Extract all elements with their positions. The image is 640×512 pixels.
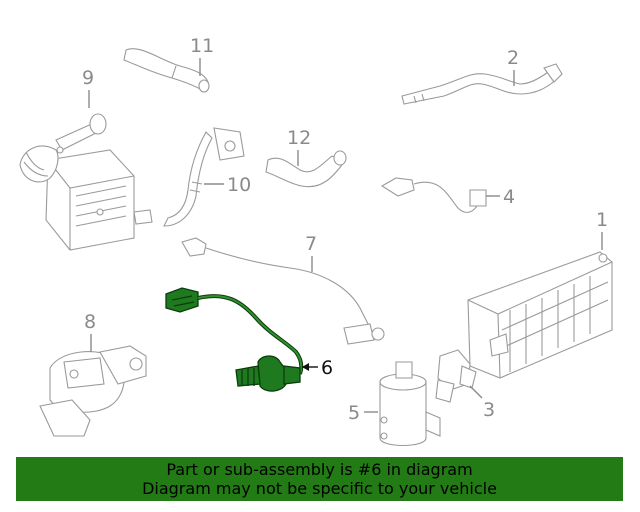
part-1-canister [467,251,613,379]
banner-line-1: Part or sub-assembly is #6 in diagram [166,460,473,479]
part-8-egr-valve [39,345,147,437]
part-11-hose [123,48,210,93]
label-4: 4 [503,186,515,208]
part-9-egr-cooler [19,113,153,251]
label-10: 10 [227,174,251,196]
part-5-vacuum-valve [379,361,441,446]
info-banner: Part or sub-assembly is #6 in diagram Di… [16,457,623,501]
label-5: 5 [348,402,360,424]
part-4-sensor [380,177,492,213]
part-6-oxygen-sensor[interactable] [165,287,304,392]
label-2: 2 [507,47,519,69]
part-12-hose [265,150,347,188]
label-3: 3 [483,399,495,421]
part-2-hose [401,63,563,105]
label-9: 9 [82,67,94,89]
label-12: 12 [287,127,311,149]
label-11: 11 [190,35,214,57]
label-7: 7 [305,233,317,255]
part-7-oxygen-sensor [181,237,385,345]
part-3-solenoid-valve [435,349,477,403]
label-6: 6 [321,357,333,379]
part-10-egr-tube [163,127,245,227]
label-1: 1 [596,209,608,231]
banner-line-2: Diagram may not be specific to your vehi… [142,479,497,498]
label-8: 8 [84,311,96,333]
